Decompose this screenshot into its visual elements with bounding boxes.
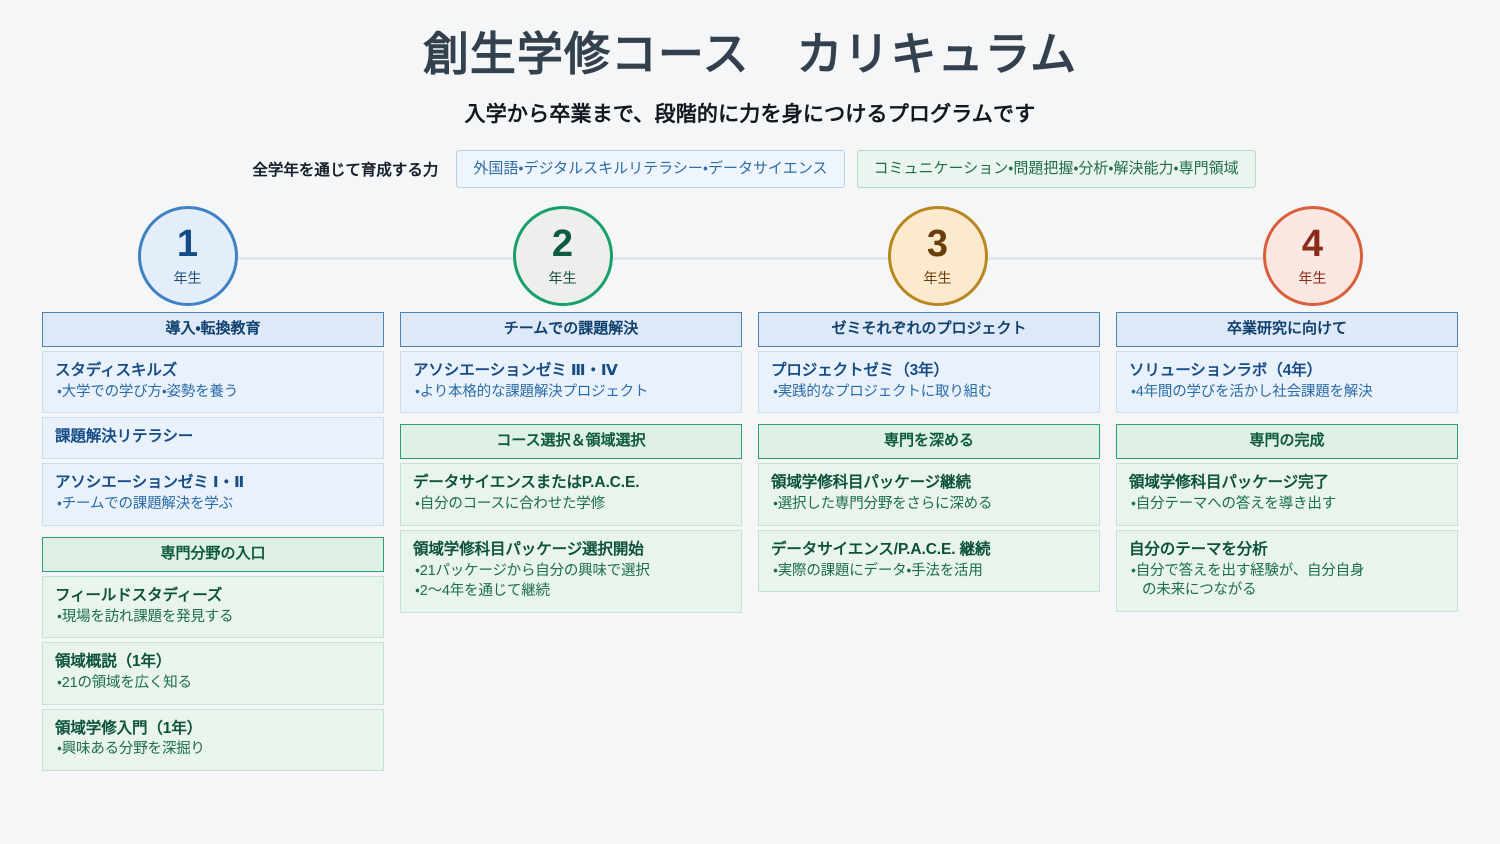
course-card-title: データサイエンスまたはP.A.C.E.	[413, 474, 640, 492]
lifelong-skills-row: 全学年を通じて育成する力 外国語・デジタルスキルリテラシー・データサイエンス コ…	[0, 150, 1500, 189]
curriculum-columns: 導入・転換教育スタディスキルズ・大学での学び方・姿勢を養う課題解決リテラシーアソ…	[0, 312, 1500, 782]
course-card-bullet: ・現場を訪れ課題を発見する	[57, 608, 234, 625]
year-suffix-3: 年生	[923, 269, 952, 286]
course-card[interactable]: データサイエンスまたはP.A.C.E. ・自分のコースに合わせた学修	[400, 463, 742, 526]
year-suffix-2: 年生	[548, 269, 577, 286]
lifelong-skills-label: 全学年を通じて育成する力	[252, 162, 439, 180]
course-card[interactable]: プロジェクトゼミ（3年） ・実践的なプロジェクトに取り組む	[758, 350, 1100, 414]
course-card-bullet: ・チームでの課題解決を学ぶ	[57, 496, 233, 513]
course-card-bullet: ・興味ある分野を深掘り	[57, 741, 205, 758]
year-number-2: 2	[551, 222, 574, 265]
skill-badge-communication-specialty: コミュニケーション・問題把握・分析・解決能力・専門領域	[856, 150, 1256, 189]
year-circle-3: 3 年生	[887, 206, 988, 307]
course-card-title: プロジェクトゼミ（3年）	[771, 361, 949, 379]
year-column-1: 導入・転換教育スタディスキルズ・大学での学び方・姿勢を養う課題解決リテラシーアソ…	[42, 312, 384, 782]
course-card-bullet: ・自分で答えを出す経験が、自分自身の未来につながる	[1131, 562, 1365, 599]
group-y1-2: 専門分野の入口フィールドスタディーズ・現場を訪れ課題を発見する領域概説（1年）・…	[42, 536, 384, 772]
group-header-y4-1: 卒業研究に向けて	[1116, 312, 1458, 347]
course-card-title: 領域概説（1年）	[55, 653, 172, 671]
course-card-title: 領域学修科目パッケージ継続	[771, 474, 971, 492]
year-column-3: ゼミそれぞれのプロジェクトプロジェクトゼミ（3年） ・実践的なプロジェクトに取り組…	[758, 312, 1100, 603]
course-card[interactable]: 領域学修科目パッケージ選択開始・21パッケージから自分の興味で選択・2〜4年を通…	[400, 529, 742, 613]
group-y2-1: チームでの課題解決アソシエーションゼミ Ⅲ・Ⅳ ・より本格的な課題解決プロジェクト	[400, 312, 742, 414]
course-card-title: フィールドスタディーズ	[55, 586, 223, 604]
year-circle-cell-2: 2 年生	[375, 206, 750, 307]
page-title: 創生学修コース カリキュラム	[422, 28, 1078, 80]
course-card[interactable]: 領域概説（1年） ・21の領域を広く知る	[42, 642, 384, 705]
course-card-bullet: ・4年間の学びを活かし社会課題を解決	[1131, 383, 1373, 400]
course-card[interactable]: 領域学修科目パッケージ完了・自分テーマへの答えを導き出す	[1116, 463, 1458, 526]
course-card-title: アソシエーションゼミ Ⅰ・Ⅱ	[55, 474, 245, 492]
course-card[interactable]: フィールドスタディーズ・現場を訪れ課題を発見する	[42, 575, 384, 639]
group-header-y2-2: コース選択＆領域選択	[400, 424, 742, 460]
year-number-4: 4	[1301, 222, 1324, 265]
course-card[interactable]: 領域学修入門（1年） ・興味ある分野を深掘り	[42, 708, 384, 772]
group-y4-2: 専門の完成領域学修科目パッケージ完了・自分テーマへの答えを導き出す自分のテーマを…	[1116, 424, 1458, 612]
year-suffix-4: 年生	[1298, 269, 1327, 286]
course-card-bullet: ・より本格的な課題解決プロジェクト	[415, 383, 649, 400]
year-circle-cell-3: 3 年生	[750, 206, 1125, 307]
course-card[interactable]: アソシエーションゼミ Ⅰ・Ⅱ ・チームでの課題解決を学ぶ	[42, 463, 384, 526]
course-card-bullet: ・自分テーマへの答えを導き出す	[1131, 496, 1336, 513]
year-column-4: 卒業研究に向けてソリューションラボ（4年） ・4年間の学びを活かし社会課題を解決専…	[1116, 312, 1458, 623]
course-card[interactable]: ソリューションラボ（4年） ・4年間の学びを活かし社会課題を解決	[1116, 350, 1458, 414]
year-column-2: チームでの課題解決アソシエーションゼミ Ⅲ・Ⅳ ・より本格的な課題解決プロジェクト…	[400, 312, 742, 624]
group-header-y2-1: チームでの課題解決	[400, 312, 742, 347]
year-circle-cell-4: 4 年生	[1125, 206, 1500, 307]
course-card-title: スタディスキルズ	[55, 361, 178, 379]
group-y4-1: 卒業研究に向けてソリューションラボ（4年） ・4年間の学びを活かし社会課題を解決	[1116, 312, 1458, 414]
course-card-bullet: ・21の領域を広く知る	[57, 674, 192, 691]
course-card[interactable]: 課題解決リテラシー	[42, 417, 384, 460]
course-card-bullet: ・選択した専門分野をさらに深める	[773, 496, 993, 513]
course-card-title: 自分のテーマを分析	[1129, 540, 1268, 558]
year-suffix-1: 年生	[173, 269, 202, 286]
timeline-connector-line	[213, 257, 1287, 261]
page-subtitle: 入学から卒業まで、段階的に力を身につけるプログラムです	[464, 103, 1036, 127]
year-number-1: 1	[176, 222, 199, 265]
course-card[interactable]: スタディスキルズ・大学での学び方・姿勢を養う	[42, 350, 384, 414]
course-card-title: 領域学修科目パッケージ完了	[1129, 474, 1329, 492]
course-card-bullet: ・自分のコースに合わせた学修	[415, 496, 605, 513]
group-header-y4-2: 専門の完成	[1116, 424, 1458, 460]
course-card-title: 課題解決リテラシー	[55, 428, 194, 446]
year-circle-row: 1 年生 2 年生 3 年生 4 年生	[0, 206, 1500, 307]
year-circle-2: 2 年生	[512, 206, 613, 307]
course-card-bullet: ・2〜4年を通じて継続	[415, 583, 550, 600]
course-card-title: 領域学修科目パッケージ選択開始	[413, 540, 644, 558]
year-circle-4: 4 年生	[1262, 206, 1363, 307]
course-card-title: 領域学修入門（1年）	[55, 719, 203, 737]
group-header-y1-1: 導入・転換教育	[42, 312, 384, 347]
course-card-title: データサイエンス/P.A.C.E. 継続	[771, 540, 991, 558]
year-number-3: 3	[926, 222, 949, 265]
year-timeline: 1 年生 2 年生 3 年生 4 年生	[0, 206, 1500, 310]
course-card[interactable]: 領域学修科目パッケージ継続・選択した専門分野をさらに深める	[758, 463, 1100, 526]
course-card-bullet: ・大学での学び方・姿勢を養う	[57, 383, 239, 400]
year-circle-1: 1 年生	[137, 206, 238, 307]
course-card[interactable]: 自分のテーマを分析・自分で答えを出す経験が、自分自身の未来につながる	[1116, 529, 1458, 612]
course-card[interactable]: データサイエンス/P.A.C.E. 継続・実際の課題にデータ・手法を活用	[758, 529, 1100, 593]
course-card[interactable]: アソシエーションゼミ Ⅲ・Ⅳ ・より本格的な課題解決プロジェクト	[400, 350, 742, 414]
group-header-y1-2: 専門分野の入口	[42, 536, 384, 572]
skill-badge-foreign-language-digital: 外国語・デジタルスキルリテラシー・データサイエンス	[456, 150, 845, 189]
course-card-bullet: ・実践的なプロジェクトに取り組む	[773, 383, 993, 400]
group-y3-1: ゼミそれぞれのプロジェクトプロジェクトゼミ（3年） ・実践的なプロジェクトに取り組…	[758, 312, 1100, 414]
group-y3-2: 専門を深める領域学修科目パッケージ継続・選択した専門分野をさらに深めるデータサイ…	[758, 424, 1100, 593]
year-circle-cell-1: 1 年生	[0, 206, 375, 307]
group-y2-2: コース選択＆領域選択データサイエンスまたはP.A.C.E. ・自分のコースに合わせ…	[400, 424, 742, 613]
course-card-bullet: ・21パッケージから自分の興味で選択	[415, 562, 650, 579]
group-header-y3-2: 専門を深める	[758, 424, 1100, 460]
course-card-bullet: ・実際の課題にデータ・手法を活用	[773, 562, 983, 579]
course-card-title: ソリューションラボ（4年）	[1129, 361, 1323, 379]
course-card-title: アソシエーションゼミ Ⅲ・Ⅳ	[413, 361, 618, 379]
group-y1-1: 導入・転換教育スタディスキルズ・大学での学び方・姿勢を養う課題解決リテラシーアソ…	[42, 312, 384, 526]
group-header-y3-1: ゼミそれぞれのプロジェクト	[758, 312, 1100, 347]
